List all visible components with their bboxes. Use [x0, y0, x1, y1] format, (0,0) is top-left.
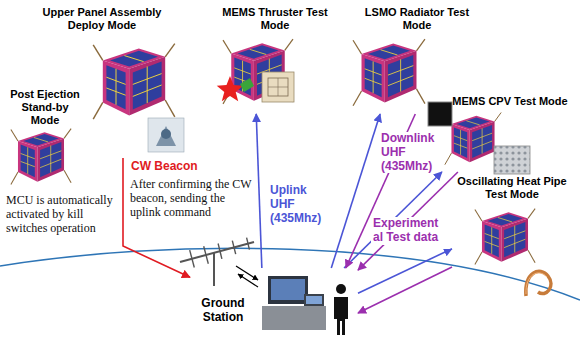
thruster-firing [217, 76, 254, 101]
cubesat [11, 129, 71, 185]
link-label: Uplink UHF (435Mhz) [268, 184, 328, 225]
downlink-arrow [358, 172, 458, 270]
link-arrow [238, 274, 258, 287]
mode-title: Post Ejection Stand-by Mode [8, 88, 82, 128]
yagi-antenna [180, 238, 254, 286]
cubesat [475, 209, 535, 265]
operator-body [334, 297, 348, 335]
hinge-pin [161, 129, 171, 139]
laptop-screen [306, 296, 322, 304]
ground-station-node: Ground Station [190, 268, 358, 338]
link-label: Experiment al Test data [371, 217, 445, 245]
chip-core [268, 78, 288, 96]
uplink-arrow [256, 114, 262, 268]
antenna-boom [180, 242, 254, 262]
mode-title: Oscillating Heat Pipe Test Mode [452, 175, 572, 201]
antenna-element [232, 241, 235, 254]
thrust-burst [217, 76, 244, 101]
mode-title: MEMS CPV Test Mode [448, 95, 572, 108]
lsmo-radiator-photo [428, 102, 452, 126]
ground-station-computer [262, 276, 326, 330]
desk [262, 306, 326, 330]
antenna-element [190, 250, 195, 267]
mems-chip-photo [262, 72, 294, 102]
mode-node: Oscillating Heat Pipe Test Mode [452, 172, 574, 272]
monitor [268, 276, 308, 304]
link-label: CW Beacon [129, 160, 201, 174]
antenna-link-arrows [236, 266, 258, 287]
copper-pipe [526, 271, 551, 296]
mode-node: Post Ejection Stand-by Mode [4, 86, 86, 192]
cpv-photo [494, 146, 530, 174]
photo-frame [148, 118, 184, 152]
annotation-note: MCU is automatically activated by kill s… [6, 194, 118, 235]
laptop [304, 294, 324, 306]
cubesat [93, 44, 175, 120]
operator-figure [334, 284, 348, 335]
mode-title: LSMO Radiator Test Mode [356, 6, 478, 32]
antenna-element [218, 244, 222, 259]
deploy-mechanism-photo [148, 118, 184, 152]
operator-head [336, 284, 346, 294]
hinge-part [156, 126, 176, 146]
antenna-element [204, 246, 209, 263]
heat-pipe-photo [526, 271, 551, 296]
downlink-arrow [358, 267, 452, 313]
cpv-array [494, 146, 530, 174]
mode-title: MEMS Thruster Test Mode [214, 6, 336, 32]
cubesat [445, 112, 501, 164]
annotation-note: After confirming the CW beacon, sending … [130, 178, 254, 219]
monitor-screen [271, 279, 305, 300]
thruster-nozzle [240, 78, 254, 92]
mode-title: Upper Panel Assembly Deploy Mode [36, 6, 168, 32]
chip-line [278, 78, 279, 96]
link-arrow [236, 266, 258, 280]
pipe-highlight [526, 273, 547, 294]
cubesat [353, 39, 425, 106]
mode-node: MEMS Thruster Test Mode [212, 4, 338, 114]
mode-node: MEMS CPV Test Mode [438, 92, 574, 172]
chip-body [262, 72, 294, 102]
antenna-element [247, 238, 250, 250]
mode-node: Upper Panel Assembly Deploy Mode [36, 4, 190, 158]
antenna-mast [213, 252, 215, 286]
link-label: Downlink UHF (435Mhz) [379, 132, 437, 173]
cpv-plate [494, 146, 530, 174]
mode-title: Ground Station [196, 296, 250, 325]
